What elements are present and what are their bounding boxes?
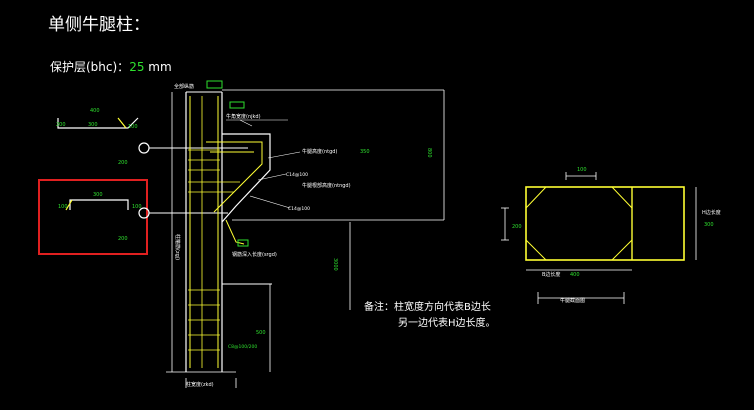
anchor-length-label: 钢筋深入长度(srgd): [232, 251, 277, 258]
cover-unit: mm: [148, 60, 172, 74]
column-width-label: 柱宽度(zkd): [186, 381, 214, 388]
stirrup-shape-selected[interactable]: 300 100 100 200: [38, 179, 148, 255]
page-title: 单侧牛腿柱：: [48, 15, 150, 35]
section-name: 牛腿截面图: [560, 297, 585, 304]
stirrup-low-dim: 200: [118, 236, 128, 242]
corbel-height-value[interactable]: 350: [360, 149, 370, 155]
column-stirrup-label: 柱箍筋(zgj): [174, 234, 181, 260]
section-b-value[interactable]: 400: [570, 272, 580, 278]
bar-b-label[interactable]: C14@100: [288, 206, 310, 212]
dim-500[interactable]: 500: [256, 330, 266, 336]
bar-top-left-dim: 200: [56, 122, 66, 128]
corbel-width-label: 牛角宽度(njkd): [226, 113, 261, 120]
stirrup-right-dim: 100: [132, 204, 142, 210]
cover-label: 保护层(bhc)：: [50, 60, 130, 74]
dim-3000[interactable]: 3000: [332, 258, 338, 271]
anchor-length-input[interactable]: [237, 239, 249, 247]
note-line-2: 另一边代表H边长度。: [398, 316, 496, 329]
section-top-dim: 100: [577, 167, 587, 173]
bar-a-label[interactable]: C14@100: [286, 172, 308, 178]
all-rebar-label: 全部纵筋: [174, 83, 194, 90]
column-elevation: [166, 91, 272, 388]
stirrup-left-dim: 100: [58, 204, 68, 210]
corbel-height-label: 牛腿高度(ntgd): [302, 148, 337, 155]
bar-top-mid-dim: 300: [88, 122, 98, 128]
section-b-label: B边长度: [542, 271, 560, 278]
section-left-dim: 200: [512, 224, 522, 230]
bar-shape-top[interactable]: 400 200 300 100 200: [56, 108, 139, 166]
note-line-1: 备注：柱宽度方向代表B边长: [364, 300, 491, 313]
section-h-label: H边长度: [702, 209, 721, 216]
bar-top-low-dim: 200: [118, 160, 128, 166]
bar-top-right-dim: 100: [128, 124, 138, 130]
corbel-section: 100 200 H边长度 300 B边长度 400 牛腿截面图: [501, 167, 721, 304]
dim-800[interactable]: 800: [426, 148, 432, 158]
cover-thickness: 保护层(bhc)：25 mm: [50, 58, 172, 75]
corbel-root-height-label: 牛腿根部高度(ntngd): [302, 182, 351, 189]
stirrup-bottom-label[interactable]: C8@100/200: [228, 344, 257, 350]
corbel-width-input[interactable]: [229, 101, 245, 109]
all-rebar-input[interactable]: [206, 80, 223, 89]
cover-value[interactable]: 25: [129, 60, 145, 74]
stirrup-top-dim: 300: [93, 192, 103, 198]
leader-circle-1[interactable]: [138, 142, 150, 154]
bar-top-dim: 400: [90, 108, 100, 114]
section-h-value[interactable]: 300: [704, 222, 714, 228]
